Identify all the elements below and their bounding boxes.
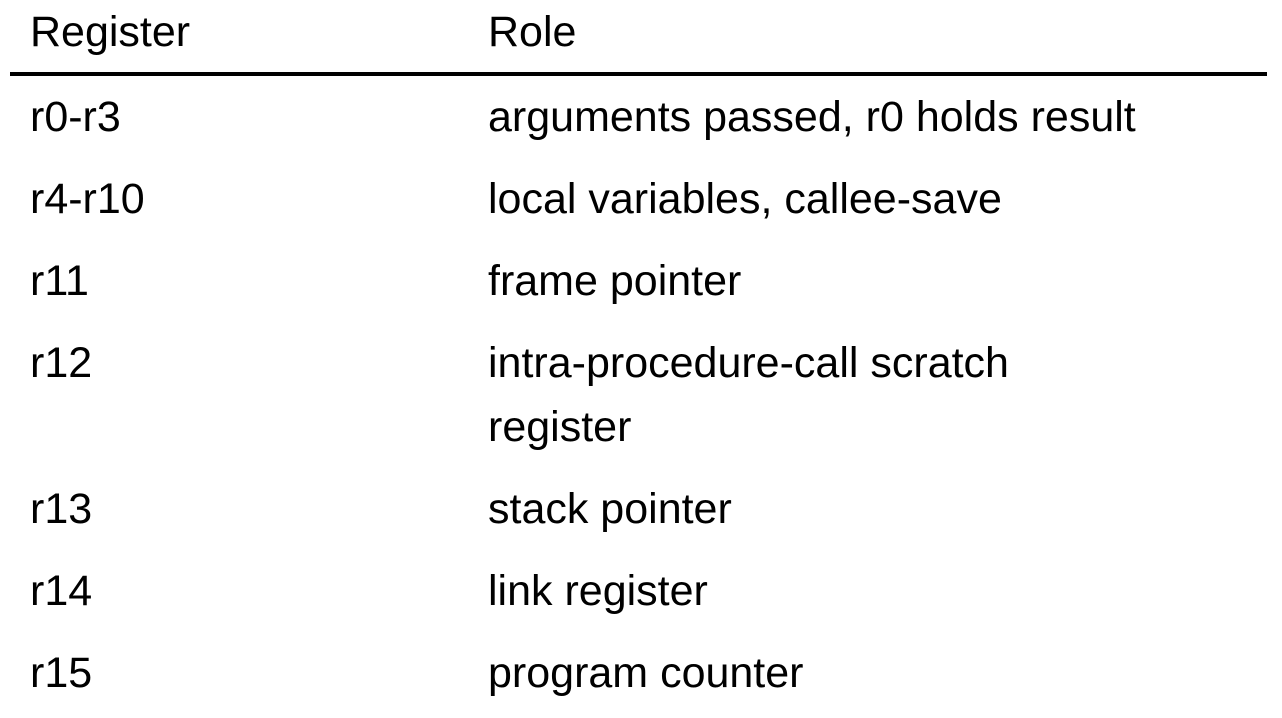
register-cell: r14 (30, 567, 93, 615)
role-cell: intra-procedure-call scratch register (488, 339, 1009, 451)
role-cell: arguments passed, r0 holds result (488, 93, 1136, 141)
register-cell: r4-r10 (30, 175, 145, 223)
role-cell: link register (488, 567, 708, 615)
register-cell: r11 (30, 257, 89, 305)
table-row: r11 frame pointer (10, 240, 1267, 322)
role-cell: program counter (488, 649, 804, 697)
role-cell: stack pointer (488, 485, 732, 533)
role-cell: frame pointer (488, 257, 742, 305)
register-cell: r15 (30, 649, 93, 697)
table-header-row: Register Role (10, 0, 1267, 76)
register-cell: r13 (30, 485, 93, 533)
column-header-role: Role (488, 8, 577, 56)
column-header-register: Register (30, 8, 191, 56)
table-row: r14 link register (10, 550, 1267, 632)
register-cell: r12 (30, 339, 93, 387)
register-role-table: Register Role r0-r3 arguments passed, r0… (10, 0, 1267, 714)
table-row: r13 stack pointer (10, 468, 1267, 550)
table-row: r0-r3 arguments passed, r0 holds result (10, 76, 1267, 158)
role-cell: local variables, callee-save (488, 175, 1002, 223)
register-cell: r0-r3 (30, 93, 121, 141)
table-row: r12 intra-procedure-call scratch registe… (10, 322, 1267, 468)
table-row: r15 program counter (10, 632, 1267, 714)
table-row: r4-r10 local variables, callee-save (10, 158, 1267, 240)
